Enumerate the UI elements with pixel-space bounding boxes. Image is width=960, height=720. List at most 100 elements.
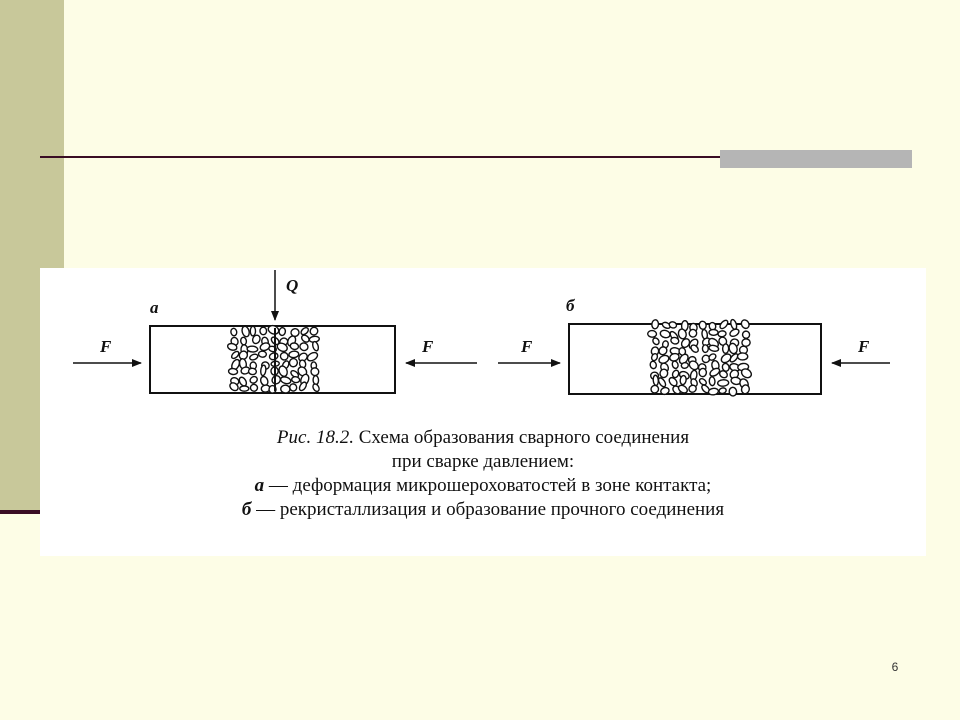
panel-b-drawing [498, 318, 890, 397]
grain [280, 384, 291, 394]
grain [660, 386, 670, 396]
grain [716, 379, 730, 387]
grain [650, 352, 659, 362]
grain [680, 338, 691, 349]
grain [688, 360, 699, 371]
grain [260, 364, 267, 377]
grain [679, 374, 687, 386]
grain [677, 328, 687, 340]
panel-a-force-right-label: F [422, 337, 434, 356]
grain [279, 351, 289, 361]
grain [311, 340, 320, 352]
grain [229, 382, 239, 392]
welding-figure: а Q F F б F F Рис. 18.2. Схема образован… [40, 268, 926, 556]
grain [698, 367, 708, 378]
grain [278, 365, 288, 377]
grain [740, 319, 750, 330]
grain [249, 375, 258, 384]
grain [698, 378, 707, 386]
grain [299, 342, 309, 352]
grain [741, 330, 751, 340]
grain [729, 328, 740, 338]
grain [288, 350, 300, 359]
grain [288, 357, 299, 368]
grain [657, 377, 667, 388]
grain [650, 384, 660, 394]
left-band-rule [0, 510, 60, 514]
grain [300, 334, 310, 343]
figure-caption: Рис. 18.2. Схема образования сварного со… [40, 426, 926, 522]
title-accent-bar [720, 150, 912, 168]
grain [279, 376, 292, 385]
grain [718, 387, 727, 395]
grain [671, 360, 679, 370]
grain [227, 367, 239, 376]
grain [658, 354, 670, 364]
grain [251, 334, 261, 345]
grain [736, 352, 749, 361]
panel-a-letter: а [150, 298, 159, 317]
grain [719, 319, 729, 330]
caption-item-a-text: — деформация микрошероховатостей в зоне … [268, 475, 712, 496]
grain [708, 376, 716, 387]
grain [728, 386, 738, 397]
caption-item-b-letter: б [241, 499, 252, 520]
grain [649, 360, 657, 370]
grain [670, 336, 680, 345]
panel-b-weld-zone [647, 318, 753, 397]
grain [659, 368, 669, 379]
grain [309, 326, 319, 336]
grain [718, 370, 728, 379]
panel-a-load-label: Q [286, 276, 299, 295]
grain [678, 353, 689, 365]
grain [729, 353, 739, 363]
grain [226, 342, 238, 351]
grain [290, 376, 301, 384]
caption-item-a: а — деформация микрошероховатостей в зон… [40, 474, 926, 498]
panel-b-force-right-label: F [858, 337, 870, 356]
caption-line-1: Рис. 18.2. Схема образования сварного со… [40, 426, 926, 450]
grain [708, 328, 719, 336]
grain [230, 327, 238, 337]
grain [259, 342, 271, 352]
grain [300, 327, 310, 336]
title-rule [40, 156, 912, 158]
panel-b-force-left-label: F [521, 337, 533, 356]
caption-item-b: б — рекристаллизация и образование прочн… [40, 498, 926, 522]
page-number: 6 [891, 660, 899, 674]
grain [298, 381, 308, 392]
grain [249, 353, 259, 361]
grain [668, 376, 678, 387]
grain [249, 325, 257, 337]
grain [259, 326, 268, 336]
grain [652, 337, 660, 346]
panel-a-contact-zone [226, 324, 320, 394]
grain [680, 361, 689, 369]
panel-a-drawing [73, 270, 477, 394]
grain [289, 383, 298, 392]
grain [658, 346, 668, 356]
grain [312, 383, 320, 393]
grain [239, 385, 250, 392]
grain [306, 351, 319, 362]
grain [709, 367, 721, 377]
panel-a-force-left-label: F [100, 337, 112, 356]
grain [721, 362, 730, 372]
grain [298, 352, 308, 362]
grain [717, 330, 727, 338]
grain [741, 338, 751, 347]
grain [677, 384, 688, 394]
grain [720, 353, 732, 364]
grain [708, 353, 717, 361]
caption-line-2: при сварке давлением: [391, 451, 575, 472]
grain [246, 345, 259, 353]
grain [740, 368, 753, 379]
caption-title: Схема образования сварного соединения [358, 427, 690, 448]
caption-figure-ref: Рис. 18.2. [276, 427, 354, 448]
grain [721, 343, 730, 355]
grain [647, 329, 658, 338]
caption-item-a-letter: а [254, 475, 265, 496]
grain [690, 344, 699, 353]
grain [708, 344, 720, 352]
caption-item-b-text: — рекристаллизация и образование прочног… [256, 499, 725, 520]
